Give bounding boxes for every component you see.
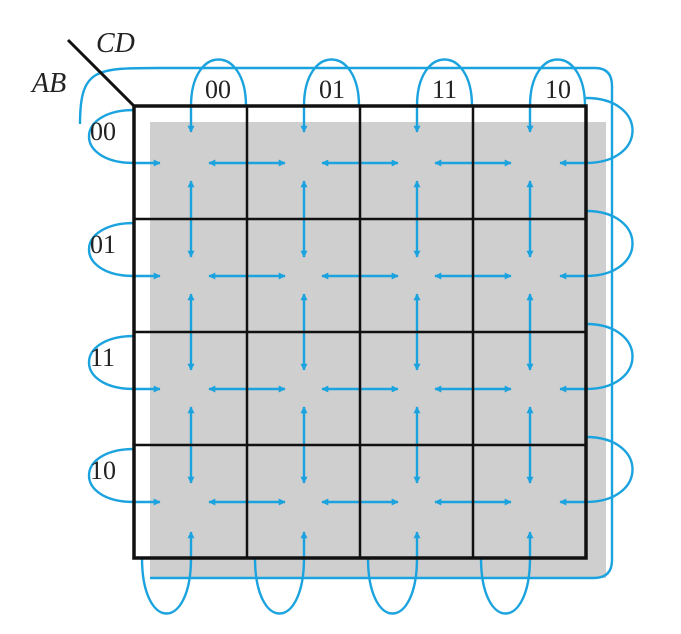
row-wrap-right-arrow <box>559 322 634 393</box>
kmap-grid <box>132 104 588 560</box>
row-code-01: 01 <box>90 230 116 259</box>
grid-shadow <box>150 122 606 578</box>
row-wrap-right-arrow <box>559 209 634 280</box>
column-wrap-top-arrow <box>526 58 587 133</box>
row-wrap-left-arrow <box>87 221 161 280</box>
column-code-00: 00 <box>205 75 231 104</box>
row-code-00: 00 <box>90 117 116 146</box>
outer-wrap-frame <box>78 66 614 580</box>
column-wrap-top-arrow <box>300 58 361 133</box>
column-variable-label: CD <box>96 28 135 59</box>
column-wrap-top-arrow <box>187 58 248 133</box>
column-wrap-bottom-arrow <box>479 531 534 615</box>
column-code-10: 10 <box>545 75 571 104</box>
row-wrap-right-arrow <box>559 435 634 506</box>
row-wrap-left-arrow <box>87 447 161 506</box>
row-code-10: 10 <box>90 456 116 485</box>
column-code-01: 01 <box>319 75 345 104</box>
column-code-11: 11 <box>432 75 457 104</box>
row-wrap-left-arrow <box>87 108 161 167</box>
column-wrap-bottom-arrow <box>253 531 308 615</box>
row-code-11: 11 <box>90 343 115 372</box>
row-wrap-left-arrow <box>87 334 161 393</box>
row-variable-label: AB <box>30 68 66 99</box>
column-wrap-top-arrow <box>413 58 474 133</box>
corner-diagonal <box>66 38 136 108</box>
row-wrap-right-arrow <box>559 96 634 167</box>
column-wrap-bottom-arrow <box>140 531 195 615</box>
column-wrap-bottom-arrow <box>366 531 421 615</box>
